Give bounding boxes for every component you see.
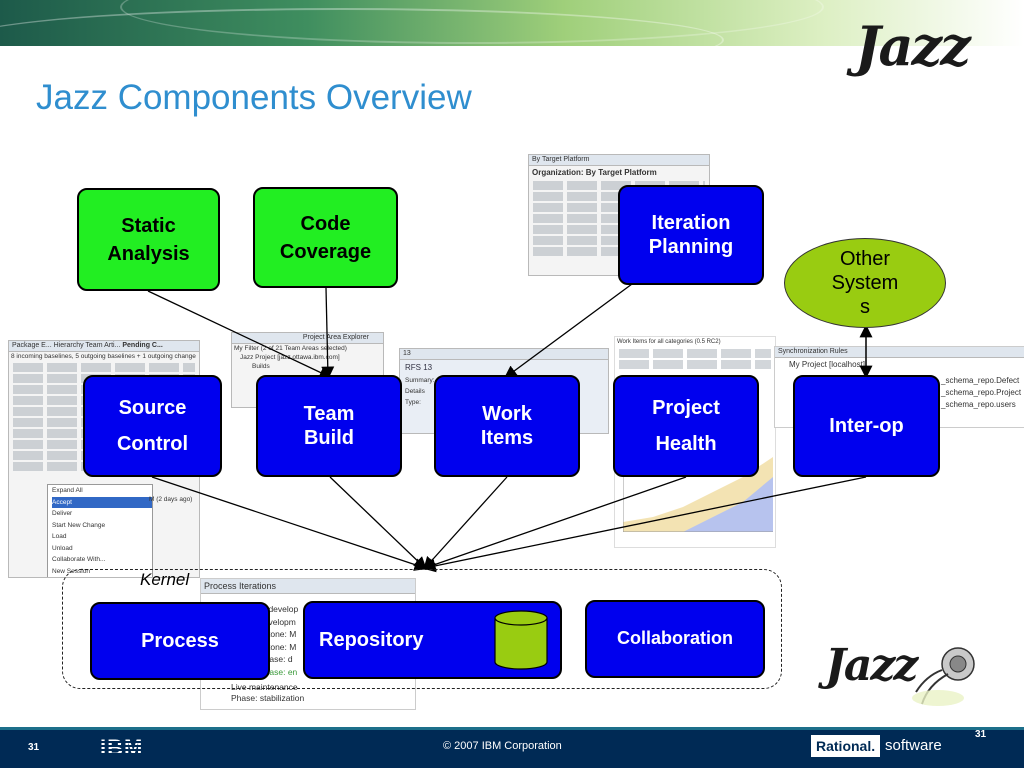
screenshot-tab: 13 bbox=[400, 349, 608, 360]
menu-item-start-new-change[interactable]: Start New Change bbox=[52, 521, 106, 529]
other-systems-line3: s bbox=[860, 296, 870, 318]
slide-title: Jazz Components Overview bbox=[36, 78, 472, 117]
screenshot-tab: Process Iterations bbox=[201, 579, 415, 594]
sync-project: My Project [localhost] bbox=[789, 360, 866, 369]
project-health-line2: Health bbox=[655, 433, 717, 455]
sync-rule: _schema_repo.Project bbox=[941, 388, 1022, 397]
process-line: Phase: en bbox=[259, 666, 298, 677]
code-coverage-line1: Code bbox=[300, 212, 351, 235]
connector-health-to-kernel bbox=[422, 476, 687, 571]
pending-summary: 8 incoming baselines, 5 outgoing baselin… bbox=[11, 353, 196, 360]
menu-item-accept[interactable]: Accept bbox=[52, 496, 152, 508]
saxophone-icon bbox=[912, 647, 975, 706]
process-line: Phase: stabilization bbox=[231, 693, 305, 703]
collaboration-label: Collaboration bbox=[617, 628, 733, 649]
connector-source-to-kernel bbox=[151, 476, 428, 571]
menu-item-deliver[interactable]: Deliver bbox=[52, 510, 73, 517]
menu-item-expand-all[interactable]: Expand All bbox=[52, 487, 83, 494]
database-icon bbox=[494, 610, 548, 670]
screenshot-heading: Organization: By Target Platform bbox=[532, 168, 657, 177]
static-analysis-line2: Analysis bbox=[107, 242, 190, 265]
footer-line bbox=[0, 727, 1024, 730]
other-systems-line2: System bbox=[831, 272, 899, 294]
connector-coverage-to-build bbox=[321, 287, 335, 380]
work-item-title: RFS 13 bbox=[405, 363, 433, 372]
source-control-line1: Source bbox=[118, 397, 187, 419]
sync-rules-list: _schema_repo.Defect _schema_repo.Project… bbox=[941, 375, 1021, 411]
work-item-field-summary: Summary: bbox=[405, 377, 435, 384]
header-band bbox=[0, 0, 1024, 46]
ibm-logo: IBM bbox=[100, 735, 144, 760]
inter-op-label: Inter-op bbox=[829, 415, 904, 437]
page-number-right: 31 bbox=[975, 729, 987, 740]
repository-label: Repository bbox=[319, 629, 424, 651]
process-label: Process bbox=[141, 630, 219, 652]
inter-op-box[interactable]: Inter-op bbox=[793, 375, 940, 477]
menu-item-load[interactable]: Load bbox=[52, 533, 67, 540]
connector-static-to-build bbox=[147, 290, 333, 379]
work-items-line2: Items bbox=[480, 427, 534, 449]
kernel-container bbox=[62, 569, 782, 689]
project-health-line1: Project bbox=[652, 397, 720, 419]
connector-planning-to-items bbox=[503, 283, 633, 379]
iteration-planning-line2: Planning bbox=[648, 236, 734, 258]
process-box[interactable]: Process bbox=[90, 602, 270, 680]
connector-build-to-kernel bbox=[329, 476, 427, 570]
screenshot-tab: Project Area Explorer bbox=[232, 333, 383, 344]
process-line: Live maintenance bbox=[231, 682, 298, 692]
pending-time: M (2 days ago) bbox=[149, 496, 193, 503]
jazz-logo-bottom: Jazz bbox=[825, 640, 918, 691]
context-menu: Expand All Accept Deliver Start New Chan… bbox=[47, 484, 153, 577]
process-lines-lower: Live maintenance Phase: stabilization bbox=[231, 682, 304, 704]
work-items-line1: Work bbox=[482, 403, 532, 425]
iteration-planning-line1: Iteration bbox=[651, 212, 731, 234]
sync-rule: _schema_repo.users bbox=[941, 400, 1016, 409]
connector-items-to-kernel bbox=[423, 476, 508, 570]
work-item-field-details: Details bbox=[405, 388, 425, 395]
team-filter: My Filter (2 of 21 Team Areas selected) bbox=[234, 345, 347, 352]
health-title: Work Items for all categories (0.5 RC2) bbox=[617, 339, 721, 345]
other-systems-line1: Other bbox=[839, 248, 891, 270]
jazz-logo: Jazz bbox=[855, 14, 971, 78]
process-lines: n_develop developm estone: M estone: M P… bbox=[259, 603, 298, 678]
code-coverage-line2: Coverage bbox=[279, 240, 372, 263]
team-builds: Builds bbox=[252, 363, 270, 370]
page-number: 31 bbox=[28, 742, 40, 753]
process-line: n_develop bbox=[259, 604, 299, 614]
process-line: Phase: d bbox=[259, 654, 293, 664]
static-analysis-line1: Static bbox=[121, 214, 176, 237]
connector-interop-to-kernel bbox=[422, 476, 867, 573]
screenshot-tab: By Target Platform bbox=[529, 155, 709, 166]
kernel-label: Kernel bbox=[140, 570, 190, 589]
work-item-field-type: Type: bbox=[405, 399, 421, 406]
sync-rule: _schema_repo.Defect bbox=[941, 376, 1020, 385]
software-text: software bbox=[885, 737, 942, 754]
copyright-text: © 2007 IBM Corporation bbox=[443, 740, 562, 752]
screenshot-tabs: Package E... Hierarchy Team Arti... Pend… bbox=[9, 341, 199, 352]
menu-item-collaborate[interactable]: Collaborate With... bbox=[52, 556, 106, 563]
team-build-line2: Build bbox=[303, 427, 354, 449]
process-line: estone: M bbox=[259, 641, 297, 652]
menu-item-unload[interactable]: Unload bbox=[52, 544, 73, 552]
process-line: estone: M bbox=[259, 629, 297, 639]
source-control-line2: Control bbox=[116, 433, 189, 455]
collaboration-box[interactable]: Collaboration bbox=[585, 600, 765, 678]
screenshot-tab: Synchronization Rules bbox=[775, 347, 1024, 358]
rational-logo: Rational. bbox=[811, 735, 881, 757]
team-build-line1: Team bbox=[303, 403, 355, 425]
health-chart-icon bbox=[623, 447, 773, 532]
process-line: developm bbox=[259, 616, 296, 627]
